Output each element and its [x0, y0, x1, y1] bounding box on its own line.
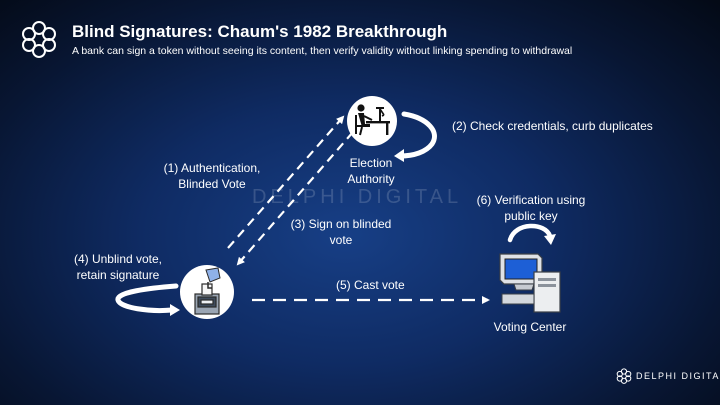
step-1-line1: (1) Authentication,	[163, 161, 261, 175]
step-4-label: (4) Unblind vote, retain signature	[58, 251, 178, 283]
page-title: Blind Signatures: Chaum's 1982 Breakthro…	[72, 22, 448, 41]
step-1-label: (1) Authentication, Blinded Vote	[148, 160, 276, 192]
desk-worker-icon	[347, 96, 397, 146]
step-6-line1: (6) Verification using	[476, 193, 586, 207]
page-subtitle: A bank can sign a token without seeing i…	[72, 45, 573, 57]
loop-arrow-step-4	[115, 283, 179, 313]
step-3-label: (3) Sign on blinded vote	[276, 216, 406, 248]
watermark: DELPHI DIGITAL	[252, 186, 462, 209]
step-5-label: (5) Cast vote	[336, 277, 405, 293]
loop-arrow-step-6	[507, 223, 553, 243]
computer-terminal-icon	[499, 253, 561, 313]
step-2-label: (2) Check credentials, curb duplicates	[452, 118, 653, 134]
watermark-text: DELPHI DIGITAL	[252, 186, 463, 208]
election-authority-label-line2: Authority	[347, 172, 395, 186]
ballot-voter-icon	[180, 265, 234, 319]
delphi-logo-icon	[22, 21, 56, 58]
step-4-line2: retain signature	[76, 268, 160, 282]
election-authority-label-line1: Election	[349, 156, 393, 170]
step-2-line1: (2) Check credentials, curb duplicates	[452, 119, 653, 133]
election-authority-label: Election Authority	[330, 155, 412, 187]
step-5-line1: (5) Cast vote	[336, 278, 405, 292]
voting-center-label: Voting Center	[493, 320, 567, 334]
step-6-line2: public key	[504, 209, 558, 223]
loop-arrow-step-2	[397, 111, 437, 159]
footer-brand: DELPHI DIGITAL	[636, 371, 720, 381]
step-1-line2: Blinded Vote	[178, 177, 246, 191]
step-4-line1: (4) Unblind vote,	[73, 252, 163, 266]
footer-logo-icon	[616, 368, 632, 384]
step-3-line2: vote	[329, 233, 353, 247]
step-3-line1: (3) Sign on blinded	[290, 217, 392, 231]
step-6-label: (6) Verification using public key	[464, 192, 598, 224]
